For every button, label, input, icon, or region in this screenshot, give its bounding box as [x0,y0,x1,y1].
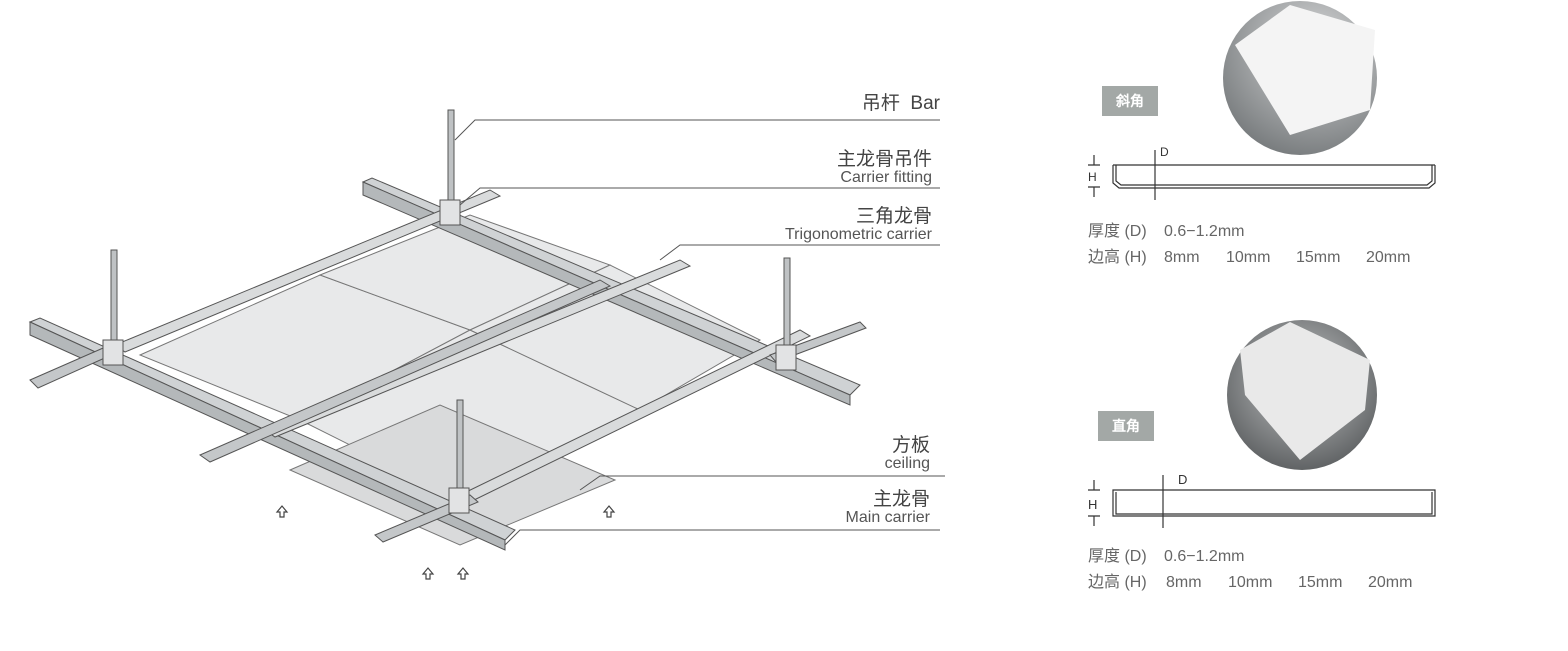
leader-lines [454,119,945,546]
square-d-label: D [1178,472,1188,487]
height-value: 20mm [1366,249,1411,266]
arrow-icons [275,505,616,580]
thickness-value: 0.6−1.2mm [1164,548,1245,565]
label-trig-carrier: 三角龙骨 Trigonometric carrier [785,207,932,243]
trigonometric-carriers [29,189,867,543]
bevel-edge-tag: 斜角 [1102,86,1158,116]
carrier-fitting-en: Carrier fitting [840,169,932,186]
label-main-carrier: 主龙骨 Main carrier [846,490,930,526]
bevel-h-label: H [1088,170,1097,184]
square-height-row: 边高 (H) 8mm 10mm 15mm 20mm [1088,568,1412,592]
square-h-label: H [1088,497,1098,512]
ceiling-panels [138,214,762,546]
trig-carrier-cn: 三角龙骨 [855,206,932,227]
height-label: 边高 (H) [1088,249,1147,266]
main-carrier-cn: 主龙骨 [872,489,930,510]
height-value: 20mm [1368,574,1413,591]
height-value: 15mm [1296,249,1341,266]
bar-label-cn: 吊杆 [861,93,900,114]
height-value: 10mm [1226,249,1271,266]
square-edge-tag: 直角 [1098,411,1154,441]
ceiling-en: ceiling [884,455,930,472]
ceiling-cn: 方板 [891,435,930,456]
carrier-fitting-cn: 主龙骨吊件 [836,149,932,170]
bevel-profile-drawing [1088,150,1436,200]
height-value: 15mm [1298,574,1343,591]
height-value: 8mm [1166,574,1202,591]
thickness-value: 0.6−1.2mm [1164,223,1245,240]
trig-carrier-en: Trigonometric carrier [785,226,932,243]
carrier-fittings [102,199,797,514]
bevel-thickness-row: 厚度 (D) 0.6−1.2mm [1088,217,1244,241]
square-thickness-row: 厚度 (D) 0.6−1.2mm [1088,542,1244,566]
bar-label-en: Bar [910,93,940,114]
thickness-label: 厚度 (D) [1088,548,1147,565]
bevel-d-label: D [1160,145,1169,159]
label-bar: 吊杆 Bar [862,94,940,113]
bevel-panel-highlight [1235,5,1375,135]
height-label: 边高 (H) [1088,574,1147,591]
thickness-label: 厚度 (D) [1088,223,1147,240]
perforated-panel-highlight [1240,322,1370,460]
label-ceiling: 方板 ceiling [885,436,930,472]
bevel-height-row: 边高 (H) 8mm 10mm 15mm 20mm [1088,243,1410,267]
label-carrier-fitting: 主龙骨吊件 Carrier fitting [837,150,932,186]
square-profile-drawing [1088,475,1436,528]
height-value: 8mm [1164,249,1200,266]
main-carrier-en: Main carrier [845,509,930,526]
height-value: 10mm [1228,574,1273,591]
